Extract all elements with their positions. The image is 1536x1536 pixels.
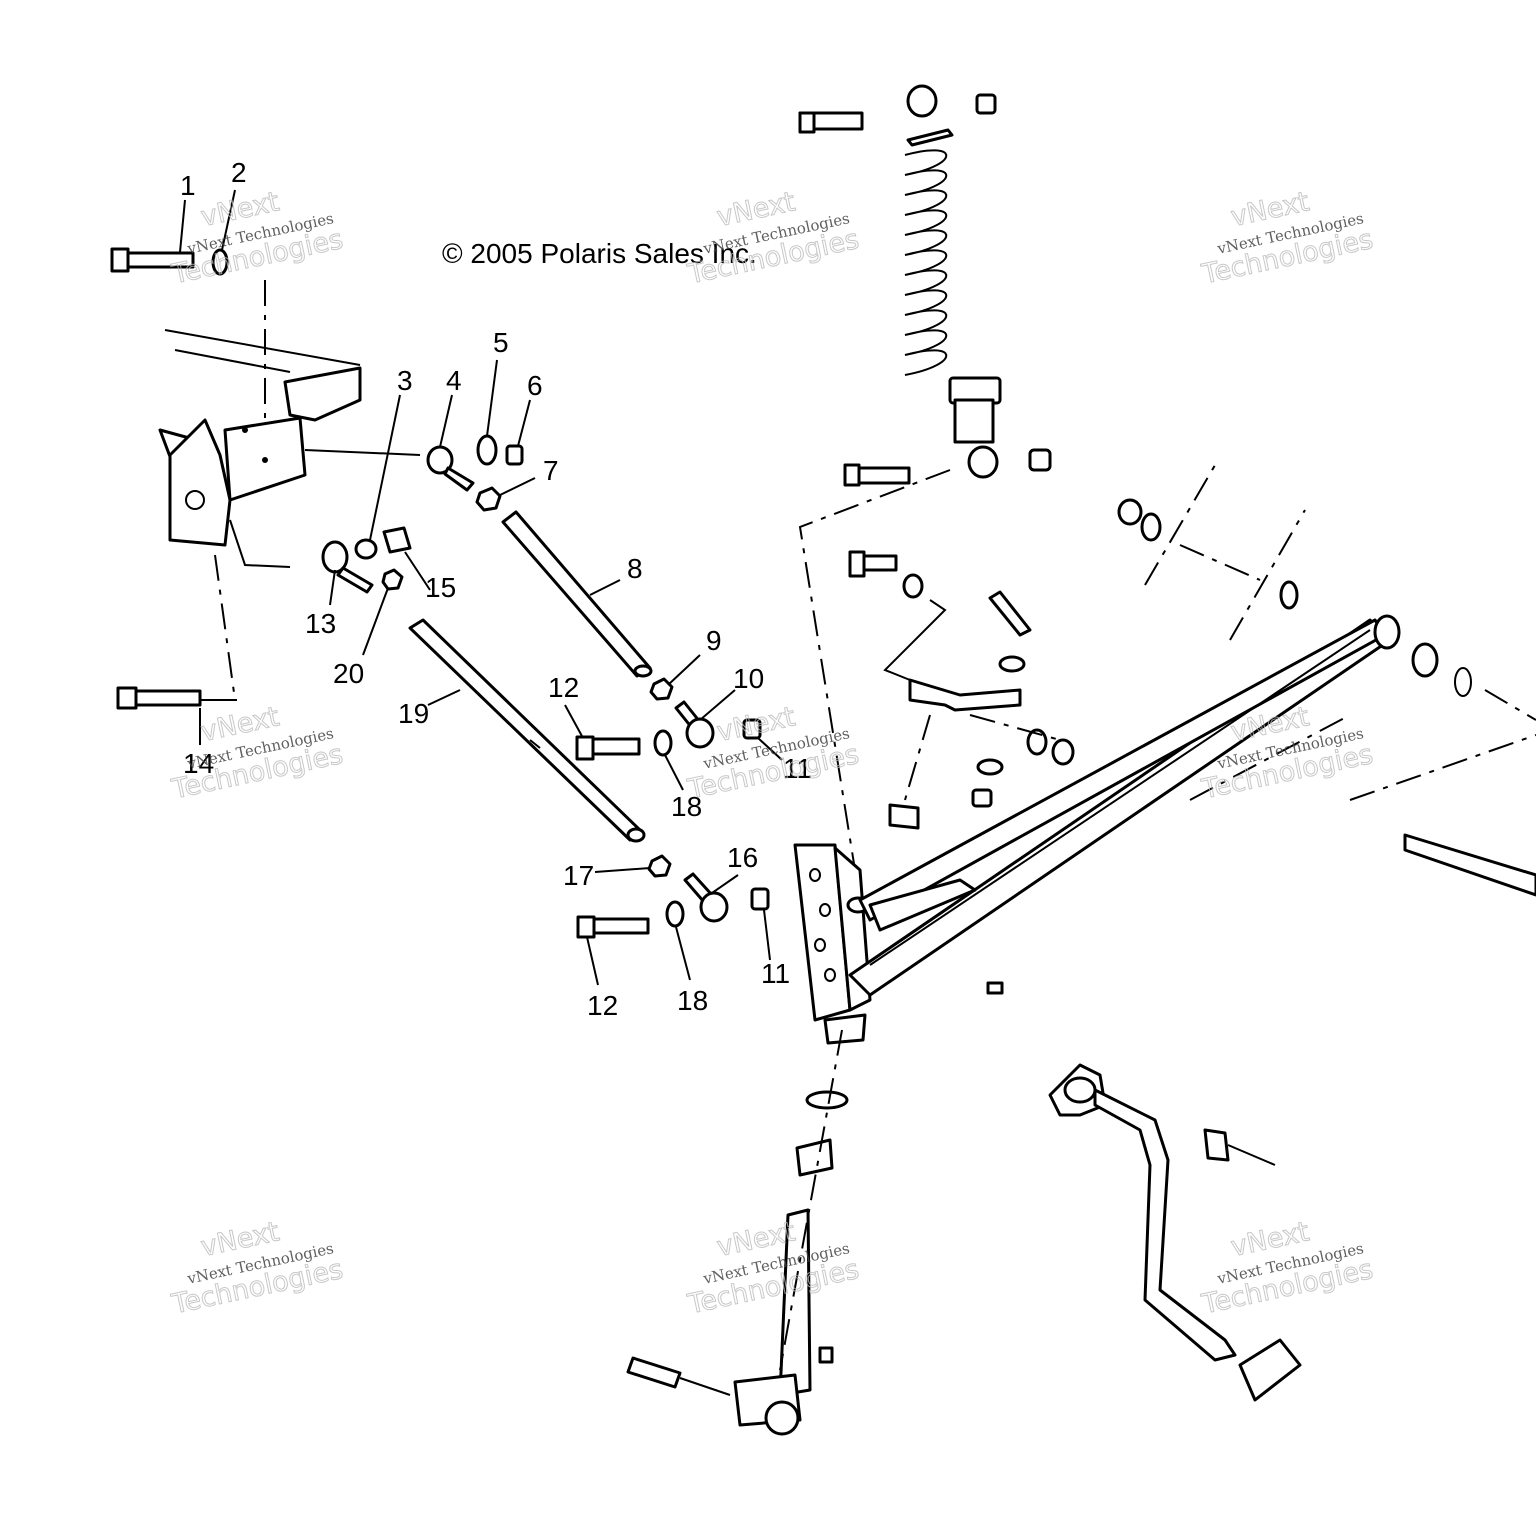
callout-8: 8	[627, 553, 643, 584]
a-arm	[848, 459, 1536, 997]
watermark-7: vNext vNext Technologies Technologies	[168, 1216, 346, 1321]
callout-11-lower: 11	[761, 958, 790, 989]
rod-end-part-16	[683, 872, 729, 923]
copyright-text: © 2005 Polaris Sales Inc.	[442, 238, 757, 269]
watermark-2: vNext vNext Technologies Technologies	[684, 186, 862, 291]
frame-bracket	[158, 329, 421, 568]
spindle-knuckle	[793, 843, 872, 1045]
tie-rod-part-19	[408, 618, 646, 843]
brake-pedal	[1048, 1063, 1302, 1402]
callout-10: 10	[733, 663, 764, 694]
callout-11-upper: 11	[783, 753, 812, 784]
callout-13: 13	[305, 608, 336, 639]
callout-12-upper: 12	[548, 672, 579, 703]
tie-rod-part-8	[501, 510, 653, 678]
nut-part-9	[649, 677, 674, 701]
nut-part-20	[381, 568, 404, 591]
callout-18-lower: 18	[677, 985, 708, 1016]
nut-part-11-upper	[742, 718, 762, 740]
callout-7: 7	[543, 455, 559, 486]
nut-part-11-lower	[750, 887, 770, 911]
ball-joint-bracket	[848, 550, 1075, 830]
washer-part-5	[476, 434, 498, 466]
washer-part-18-upper	[653, 729, 673, 757]
callout-2: 2	[231, 157, 247, 188]
callout-12-lower: 12	[587, 990, 618, 1021]
callout-17: 17	[563, 860, 594, 891]
callout-14: 14	[183, 748, 214, 779]
bolt-part-14	[116, 686, 202, 710]
callout-18-upper: 18	[671, 791, 702, 822]
spacer-part-3	[354, 538, 378, 560]
washer-part-2	[211, 248, 229, 276]
callout-20: 20	[333, 658, 364, 689]
bolt-part-12-upper	[575, 735, 641, 761]
rod-end-part-4	[426, 445, 475, 492]
nut-part-17	[647, 854, 672, 878]
watermark-3: vNext vNext Technologies Technologies	[1198, 186, 1376, 291]
rod-end-part-13	[321, 540, 374, 594]
callout-1: 1	[180, 170, 196, 201]
bushing-part-15	[382, 526, 412, 554]
callout-3: 3	[397, 365, 413, 396]
bolt-part-1	[110, 247, 195, 273]
callouts: 1 2 3 4 5 6 7 8 9 10 11 11 12 12 13 14 1…	[180, 157, 812, 1021]
bolt-part-12-lower	[576, 915, 650, 939]
nut-part-7	[475, 486, 502, 512]
callout-4: 4	[446, 365, 462, 396]
callout-5: 5	[493, 327, 509, 358]
callout-6: 6	[527, 370, 543, 401]
callout-9: 9	[706, 625, 722, 656]
shock-absorber	[798, 84, 1052, 871]
callout-19: 19	[398, 698, 429, 729]
washer-part-18-lower	[665, 900, 685, 928]
callout-15: 15	[425, 572, 456, 603]
watermark-8: vNext vNext Technologies Technologies	[684, 1216, 862, 1321]
nut-part-6	[505, 444, 524, 466]
watermark-9: vNext vNext Technologies Technologies	[1198, 1216, 1376, 1321]
callout-16: 16	[727, 842, 758, 873]
steering-post	[626, 1029, 849, 1436]
leader-lines	[179, 189, 783, 986]
rod-end-part-10	[674, 700, 715, 749]
